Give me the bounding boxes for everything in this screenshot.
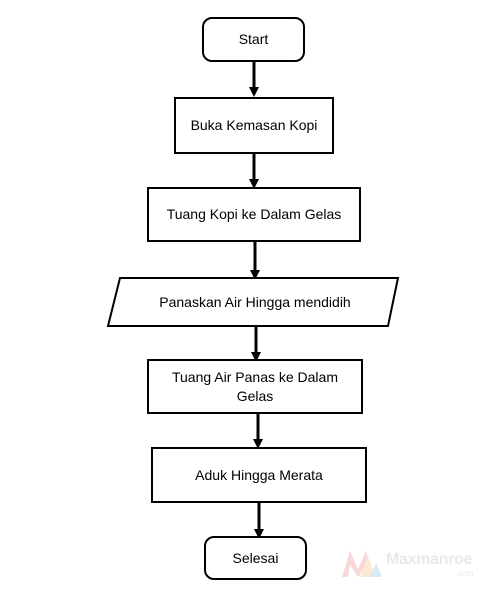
process-tuang-kopi: Tuang Kopi ke Dalam Gelas bbox=[147, 187, 361, 242]
process-buka-kemasan-kopi: Buka Kemasan Kopi bbox=[174, 97, 334, 154]
watermark-logo: Maxmanroe .com bbox=[340, 545, 480, 585]
end-label: Selesai bbox=[232, 549, 279, 566]
process-aduk-hingga-merata: Aduk Hingga Merata bbox=[151, 447, 367, 503]
start-terminal: Start bbox=[202, 17, 305, 62]
maxmanroe-logo-icon bbox=[342, 551, 382, 577]
watermark-text: Maxmanroe bbox=[386, 551, 473, 568]
process-tuang-air-panas: Tuang Air Panas ke Dalam Gelas bbox=[147, 359, 363, 414]
process-label: Tuang Air Panas ke Dalam Gelas bbox=[171, 368, 338, 404]
process-label: Tuang Kopi ke Dalam Gelas bbox=[166, 206, 342, 223]
io-label: Panaskan Air Hingga mendidih bbox=[159, 294, 351, 310]
process-label: Aduk Hingga Merata bbox=[195, 466, 323, 483]
process-label: Buka Kemasan Kopi bbox=[190, 117, 318, 134]
watermark-subtext: .com bbox=[456, 569, 474, 578]
start-label: Start bbox=[238, 31, 269, 48]
end-terminal: Selesai bbox=[204, 536, 307, 580]
